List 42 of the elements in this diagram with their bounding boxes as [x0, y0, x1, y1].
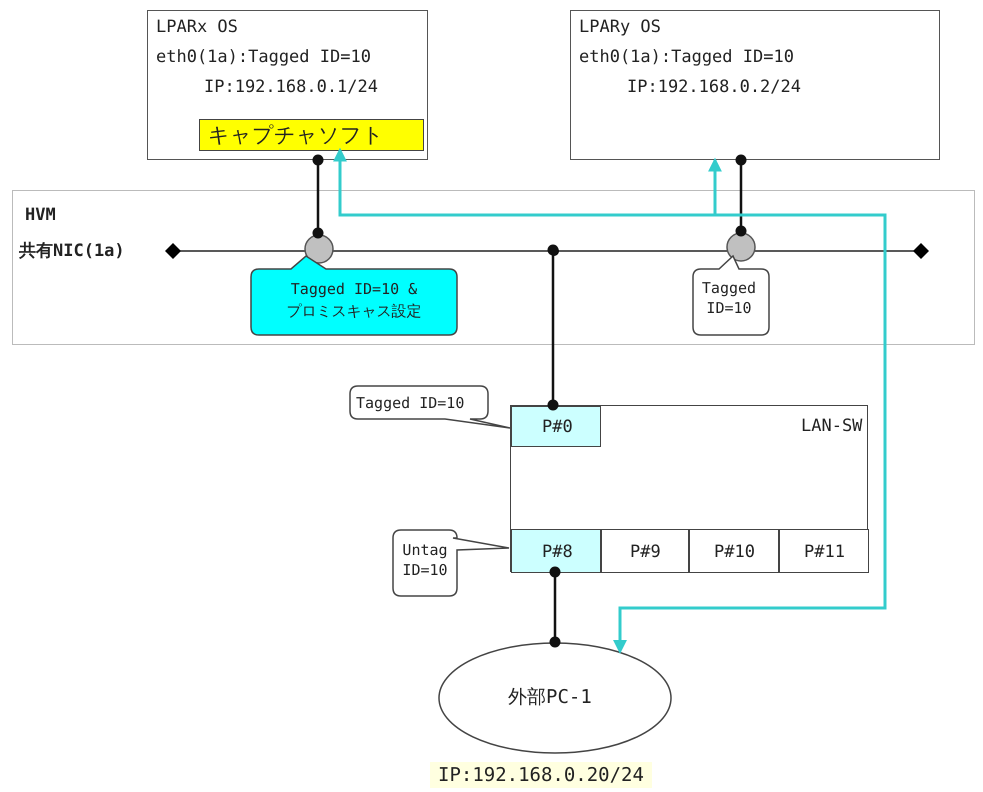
software-label: キャプチャソフト	[208, 125, 384, 145]
ip-text: IP:192.168.0.1/24	[204, 77, 378, 97]
port-cell	[511, 529, 601, 573]
port-label: P#10	[714, 542, 755, 562]
os-title: LPARy OS	[579, 17, 661, 37]
port-cell	[511, 406, 601, 447]
interface-text: eth0(1a):Tagged ID=10	[156, 47, 371, 67]
interface-text: eth0(1a):Tagged ID=10	[579, 47, 794, 67]
os-box	[570, 10, 940, 160]
callout-text: Tagged ID=10	[356, 393, 464, 413]
link-line	[736, 154, 746, 236]
nic-label: 共有NIC(1a)	[19, 241, 125, 261]
port-label: P#8	[542, 542, 573, 562]
switch-label: LAN-SW	[801, 416, 862, 436]
link-line	[312, 154, 324, 238]
port-cell	[779, 529, 869, 573]
arrow	[613, 158, 886, 654]
ip-text: IP:192.168.0.2/24	[627, 77, 801, 97]
ip-label: IP:192.168.0.20/24	[430, 762, 652, 788]
link-line	[550, 566, 560, 648]
callout-bubble	[251, 256, 457, 335]
switch-box	[510, 405, 868, 572]
callout-text: Untag ID=10	[401, 540, 449, 580]
os-title: LPARx OS	[156, 17, 238, 37]
port-circle	[726, 232, 756, 262]
callout-text: Tagged ID=10	[700, 278, 758, 318]
callout-bubble	[691, 256, 771, 335]
pc-label: 外部PC-1	[508, 687, 592, 707]
os-box	[147, 10, 428, 160]
port-cell	[601, 529, 689, 573]
hvm-label: HVM	[25, 205, 56, 225]
port-label: P#0	[542, 417, 573, 437]
callout-bubble	[393, 530, 509, 596]
port-circle	[304, 234, 334, 264]
hypervisor-band	[12, 190, 975, 345]
callout-text: Tagged ID=10 & プロミスキャス設定	[286, 279, 422, 322]
port-cell	[689, 529, 779, 573]
port-label: P#11	[804, 542, 845, 562]
software-box	[199, 119, 424, 151]
pc-ellipse	[438, 642, 672, 754]
link-line	[548, 244, 558, 410]
port-label: P#9	[630, 542, 661, 562]
